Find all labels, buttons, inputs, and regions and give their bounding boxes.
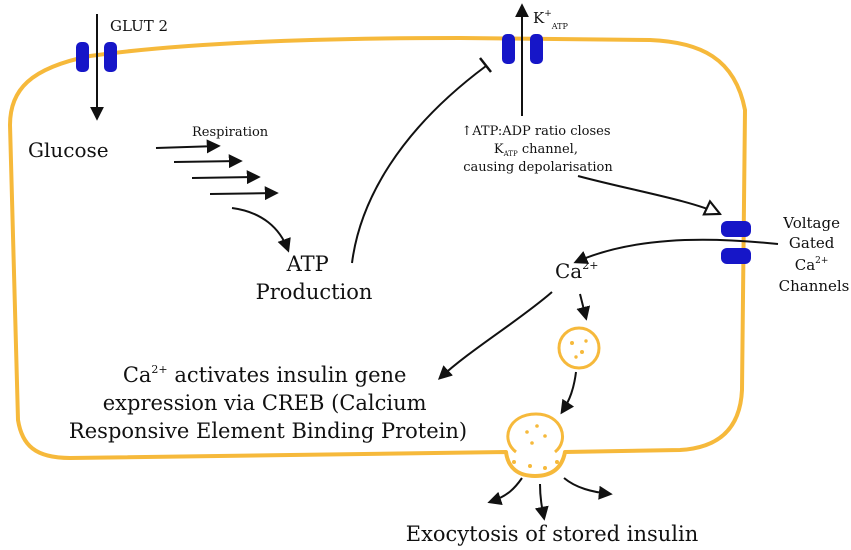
calcium-to-creb-arrow xyxy=(437,291,553,380)
katp-channel xyxy=(502,34,543,64)
calcium-influx-arrow xyxy=(573,238,779,264)
cell-membrane xyxy=(8,36,747,478)
glut2-channel xyxy=(76,42,117,72)
creb-label: Ca2+ activates insulin gene expression v… xyxy=(69,363,467,443)
vesicle-to-membrane-arrow xyxy=(560,371,577,415)
exocytosis-arrows xyxy=(487,477,613,521)
calcium-to-vesicle-arrow xyxy=(576,293,591,321)
voltage-gated-ca-channel xyxy=(721,221,751,264)
atp-inhibits-katp-line xyxy=(351,65,487,264)
fusing-vesicle xyxy=(506,412,565,470)
depolarisation-arrow xyxy=(577,175,720,214)
atp-production-label: ATP Production xyxy=(256,252,373,304)
respiration-arrows xyxy=(155,139,279,201)
insulin-vesicle xyxy=(557,326,601,370)
respiration-label: Respiration xyxy=(192,125,269,140)
glucose-label: Glucose xyxy=(28,138,109,162)
inhibition-bar xyxy=(479,57,492,73)
vgcc-label: Voltage Gated Ca2+ Channels xyxy=(779,214,850,295)
respiration-to-atp-arrow xyxy=(231,207,291,253)
katp-note: ↑ATP:ADP ratio closes KATP channel, caus… xyxy=(461,124,614,175)
exocytosis-label: Exocytosis of stored insulin xyxy=(406,522,699,546)
glut2-label: GLUT 2 xyxy=(110,17,168,35)
katp-label: K+ATP xyxy=(533,9,568,31)
calcium-ion-label: Ca2+ xyxy=(555,259,598,283)
